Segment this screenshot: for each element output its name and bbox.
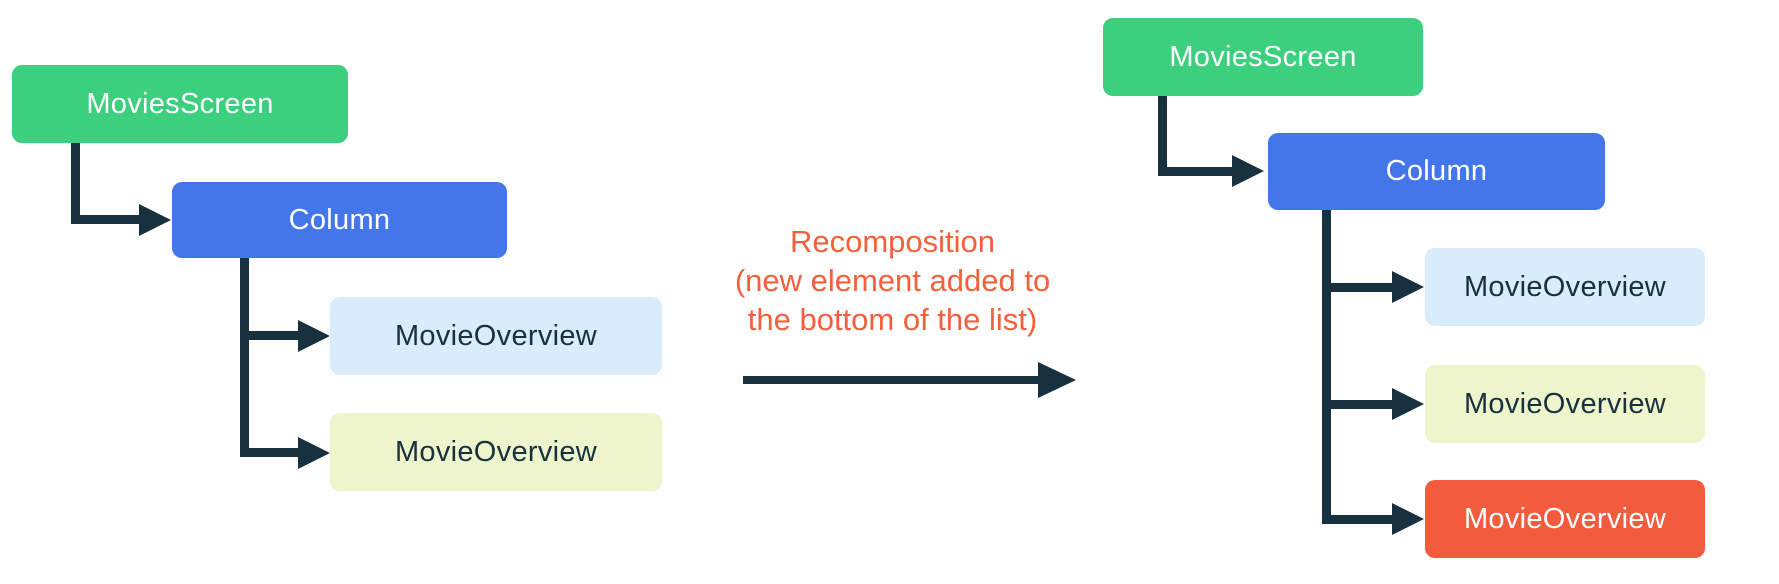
after-column-label: Column (1385, 155, 1488, 187)
arrowhead-icon (1392, 503, 1424, 535)
after-child-2-label: MovieOverview (1463, 387, 1667, 420)
connector-line (71, 143, 80, 224)
after-child-3-label: MovieOverview (1463, 502, 1667, 535)
arrowhead-icon (1392, 271, 1424, 303)
before-root-node: MoviesScreen (12, 65, 348, 143)
after-child-3-node-new-element: MovieOverview (1425, 480, 1705, 558)
arrowhead-icon (1392, 388, 1424, 420)
before-child-2-label: MovieOverview (394, 435, 598, 468)
connector-line (1158, 96, 1167, 176)
annotation-line-2: (new element added to (734, 263, 1051, 298)
transition-arrowhead-icon (1038, 362, 1076, 398)
before-root-label: MoviesScreen (86, 87, 274, 120)
annotation-line-3: the bottom of the list) (747, 302, 1038, 337)
after-child-1-label: MovieOverview (1463, 270, 1667, 303)
before-child-1-label: MovieOverview (394, 319, 598, 352)
connector-line (1322, 515, 1394, 524)
annotation-line-1: Recomposition (789, 224, 996, 259)
before-column-node: Column (172, 182, 507, 258)
arrowhead-icon (298, 437, 330, 469)
connector-line (1322, 400, 1394, 409)
before-child-2-node: MovieOverview (330, 413, 662, 491)
after-root-node: MoviesScreen (1103, 18, 1423, 96)
connector-line (240, 448, 302, 457)
arrowhead-icon (1232, 155, 1264, 187)
connector-line (71, 215, 141, 224)
connector-line (240, 258, 249, 457)
arrowhead-icon (298, 320, 330, 352)
connector-line (240, 331, 302, 340)
connector-line (1158, 167, 1234, 176)
after-root-label: MoviesScreen (1169, 40, 1357, 73)
before-child-1-node: MovieOverview (330, 297, 662, 375)
after-column-node: Column (1268, 133, 1605, 210)
before-column-label: Column (288, 203, 391, 236)
transition-arrow-shaft (743, 376, 1043, 384)
arrowhead-icon (139, 204, 171, 236)
recomposition-annotation: Recomposition (new element added to the … (620, 222, 1165, 339)
after-child-2-node: MovieOverview (1425, 365, 1705, 443)
connector-line (1322, 210, 1331, 524)
after-child-1-node: MovieOverview (1425, 248, 1705, 326)
connector-line (1322, 283, 1394, 292)
